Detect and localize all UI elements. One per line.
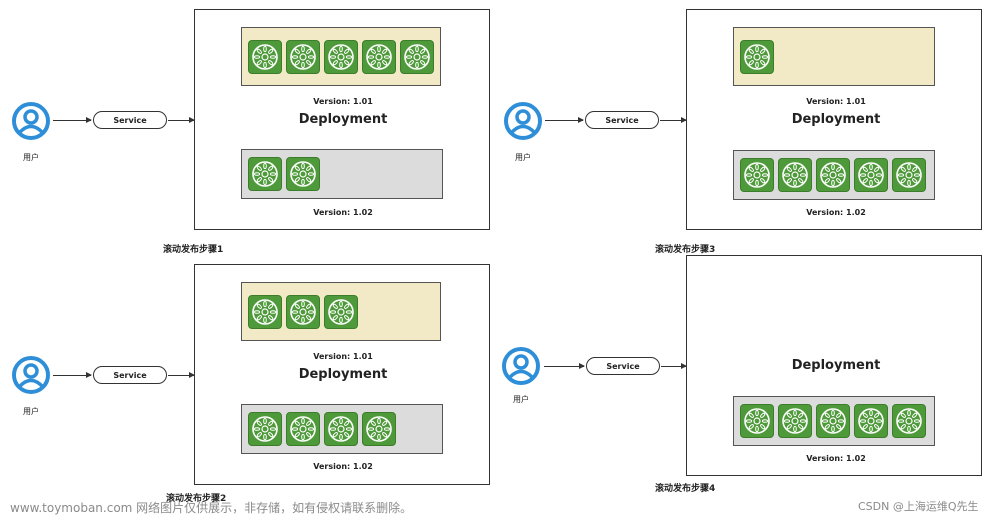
user-icon xyxy=(12,356,50,394)
pod-icon xyxy=(324,39,358,74)
user-icon xyxy=(12,102,50,140)
arrow xyxy=(53,117,92,123)
pod-icon xyxy=(892,158,926,192)
pool-v102 xyxy=(733,150,935,200)
pod-icon xyxy=(778,158,812,192)
version-label-101: Version: 1.01 xyxy=(313,352,373,361)
service-node: Service xyxy=(93,111,167,129)
deployment-box: Version: 1.01 Deployment Version: 1.02 xyxy=(686,9,982,230)
step-label: 滚动发布步骤3 xyxy=(655,245,716,255)
deployment-title: Deployment xyxy=(791,358,881,373)
pod-icon xyxy=(248,39,282,74)
arrow xyxy=(53,372,92,378)
deployment-title: Deployment xyxy=(298,112,388,127)
version-label-102: Version: 1.02 xyxy=(313,208,373,217)
pod-icon xyxy=(286,294,320,329)
pool-v101 xyxy=(241,27,441,86)
user-label: 用户 xyxy=(23,407,39,416)
deployment-box: Version: 1.01 Deployment Version: 1.02 xyxy=(194,9,490,230)
arrow xyxy=(168,117,195,123)
deployment-box: Deployment Version: 1.02 xyxy=(686,255,982,476)
pod-icon xyxy=(854,158,888,192)
pod-icon xyxy=(740,404,774,438)
pod-icon xyxy=(854,404,888,438)
pod-icon xyxy=(324,294,358,329)
version-label-101: Version: 1.01 xyxy=(806,97,866,106)
pod-icon xyxy=(740,39,774,74)
deployment-box: Version: 1.01 Deployment Version: 1.02 xyxy=(194,264,490,485)
version-label-102: Version: 1.02 xyxy=(806,454,866,463)
user-icon xyxy=(504,102,542,140)
user-label: 用户 xyxy=(23,153,39,162)
pool-v102 xyxy=(241,149,443,199)
pool-v102 xyxy=(733,396,935,446)
user-label: 用户 xyxy=(515,153,531,162)
service-node: Service xyxy=(586,357,660,375)
deployment-title: Deployment xyxy=(298,367,388,382)
pod-icon xyxy=(286,157,320,191)
pod-icon xyxy=(362,39,396,74)
step-label: 滚动发布步骤2 xyxy=(166,494,227,504)
arrow xyxy=(660,117,687,123)
pod-icon xyxy=(248,157,282,191)
watermark-left: www.toymoban.com 网络图片仅供展示，非存储，如有侵权请联系删除。 xyxy=(10,501,413,515)
version-label-101: Version: 1.01 xyxy=(313,97,373,106)
arrow xyxy=(661,363,687,369)
service-node: Service xyxy=(93,366,167,384)
version-label-102: Version: 1.02 xyxy=(313,462,373,471)
version-label-102: Version: 1.02 xyxy=(806,208,866,217)
pod-icon xyxy=(892,404,926,438)
deployment-title: Deployment xyxy=(791,112,881,127)
pod-icon xyxy=(400,39,434,74)
user-icon xyxy=(502,347,540,385)
step-label: 滚动发布步骤1 xyxy=(163,245,224,255)
pod-icon xyxy=(816,404,850,438)
pod-icon xyxy=(248,294,282,329)
pool-v102 xyxy=(241,404,443,454)
pod-icon xyxy=(286,412,320,446)
arrow xyxy=(544,363,585,369)
pod-icon xyxy=(286,39,320,74)
user-label: 用户 xyxy=(513,395,529,404)
watermark-right: CSDN @上海运维Q先生 xyxy=(858,500,979,513)
pod-icon xyxy=(324,412,358,446)
pod-icon xyxy=(816,158,850,192)
pod-icon xyxy=(778,404,812,438)
pool-v101 xyxy=(733,27,935,86)
pod-icon xyxy=(248,412,282,446)
pool-v101 xyxy=(241,282,441,341)
service-node: Service xyxy=(585,111,659,129)
arrow xyxy=(168,372,195,378)
pod-icon xyxy=(362,412,396,446)
step-label: 滚动发布步骤4 xyxy=(655,484,716,494)
arrow xyxy=(545,117,584,123)
pod-icon xyxy=(740,158,774,192)
